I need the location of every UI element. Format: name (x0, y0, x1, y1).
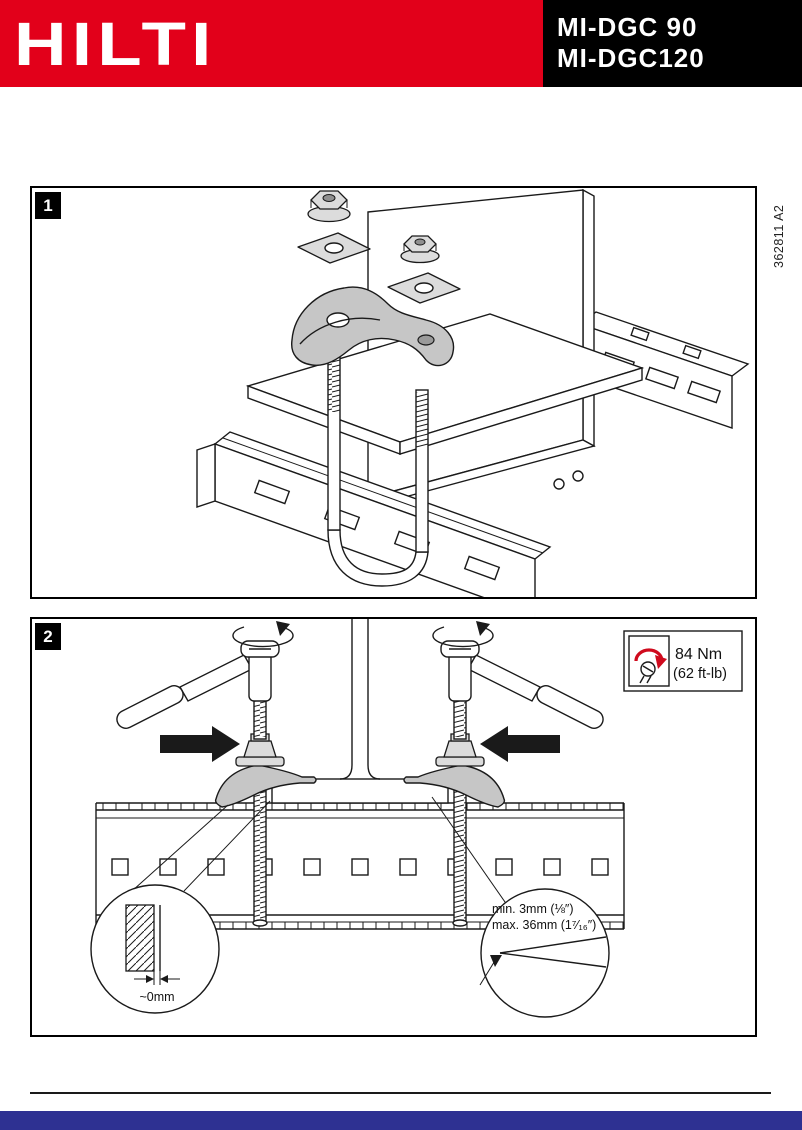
figure-2: 2 (30, 617, 757, 1037)
rear-channel (567, 311, 750, 429)
torque-arrow-icon (634, 648, 664, 662)
detail-left: ~0mm (90, 800, 271, 1014)
push-arrow-right (480, 726, 560, 762)
model-line-2: MI-DGC120 (557, 43, 705, 73)
document-number: 362811 A2 (772, 204, 786, 268)
torque-spec-box: 84 Nm (62 ft-lb) (623, 630, 743, 692)
figure-2-drawing: 84 Nm (62 ft-lb) ~0mm (90, 619, 743, 1018)
model-box: MI-DGC 90 MI-DGC120 (543, 0, 802, 87)
u-bolt (327, 353, 429, 587)
detail-right: min. 3mm (⅛″) max. 36mm (1⁷⁄₁₆″) (431, 796, 610, 1018)
torque-value: 84 Nm (675, 646, 722, 663)
base-plate (245, 313, 645, 456)
push-arrow-left (160, 726, 240, 762)
flange-nut-left (307, 190, 351, 223)
girder-clamp (291, 286, 455, 367)
detail-right-min: min. 3mm (⅛″) (492, 902, 574, 916)
torque-wrench-right (440, 640, 604, 729)
threaded-rod-right (452, 784, 468, 927)
torque-wrench-left (116, 640, 280, 729)
figure-2-number: 2 (35, 623, 61, 650)
figure-1-drawing (196, 188, 750, 597)
washer-nut-right (435, 698, 485, 767)
header-bar: HILTI MI-DGC 90 MI-DGC120 (0, 0, 802, 87)
square-washer-right (387, 272, 461, 304)
flange-nut-right (400, 235, 440, 264)
model-line-1: MI-DGC 90 (557, 12, 698, 42)
figure-1: 1 (30, 186, 757, 599)
square-washer-left (297, 232, 371, 264)
hilti-logo: HILTI (14, 9, 217, 79)
washer-nut-left (235, 698, 285, 767)
footer-bar (0, 1111, 802, 1130)
detail-right-max: max. 36mm (1⁷⁄₁₆″) (492, 918, 596, 932)
detail-left-label: ~0mm (139, 990, 174, 1004)
figure-1-number: 1 (35, 192, 61, 219)
flange-edge-hatch (125, 904, 155, 972)
footer-rule (30, 1092, 771, 1094)
threaded-rod-left (252, 784, 268, 927)
rotation-arrow-right (432, 621, 494, 648)
torque-alt: (62 ft-lb) (673, 666, 727, 682)
rotation-arrow-left (232, 621, 294, 648)
